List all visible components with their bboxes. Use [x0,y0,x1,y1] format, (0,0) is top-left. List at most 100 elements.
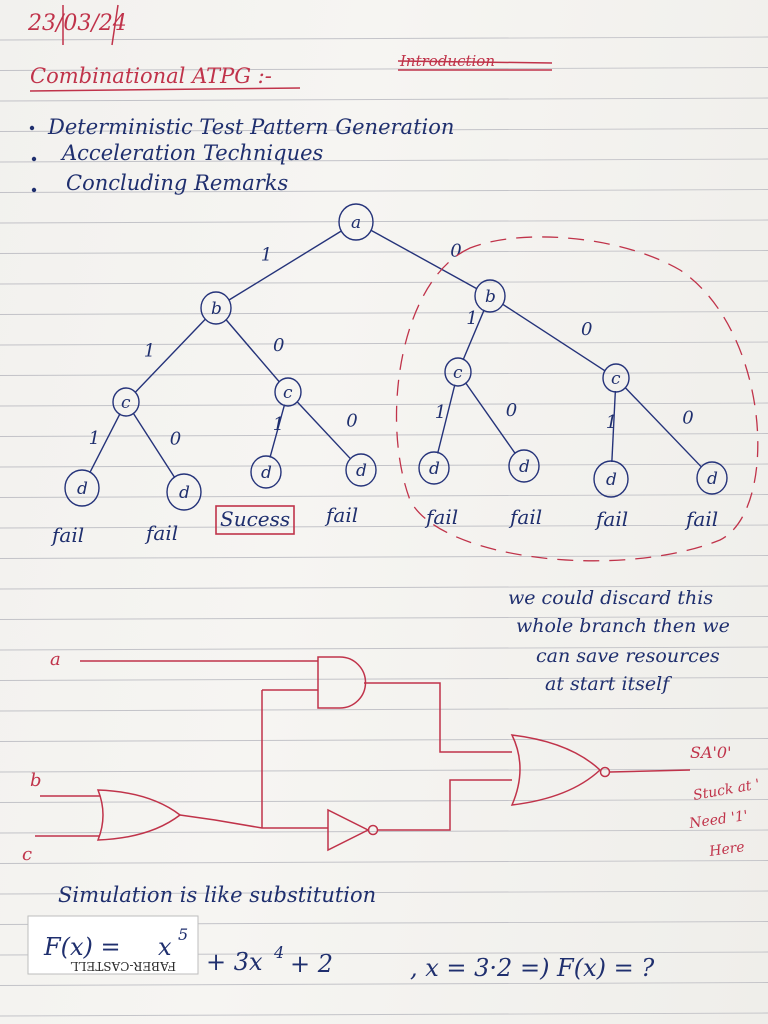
wire-not-out [378,779,512,831]
page-date: 23/03/24 [27,11,127,36]
tree-node-label: a [351,213,361,233]
nor-bubble [599,766,611,778]
note-line-1: we could discard this [508,587,713,609]
edge-label: 1 [144,341,155,362]
title-underline [29,87,301,92]
rule-line [0,799,768,803]
rule-line [0,372,768,376]
rule-line [0,860,768,864]
input-label-a: a [50,649,61,670]
tree-node-label: c [453,363,463,383]
tree-node-label: d [707,469,718,489]
note-line-3: can save resources [536,645,720,667]
edge-label: 1 [435,402,446,423]
tree-node-circle [444,357,472,387]
fault-note-3: Here [707,839,745,860]
tree-node-label: d [429,459,440,479]
tree-outcome: fail [324,503,358,527]
tree-node-label: d [356,461,367,481]
tree-outcome: fail [424,505,458,529]
rule-line [0,494,768,498]
tree-outcome: Sucess [220,507,290,531]
and-gate-symbol [317,656,367,709]
rule-line [0,677,768,681]
logic-circuit: a b c SA'0' Stuck at ' Need '1' Here [22,649,761,865]
tree-outcome: fail [144,521,178,545]
function-exp-4: 4 [273,943,284,962]
tree-node-label: d [179,483,190,503]
rule-line [0,616,768,620]
rule-line [0,219,768,224]
tree-node-circle [602,363,630,393]
bullet-dot [31,187,37,193]
tree-node-circle [345,453,377,487]
not-bubble [367,824,379,836]
rule-line [0,982,768,986]
wire-and-out [364,682,512,753]
edge-label: 1 [606,412,617,433]
tree-outcome: fail [508,505,542,529]
tree-edge [370,229,478,290]
edge-label: 0 [346,410,357,431]
rule-line [0,97,768,102]
tree-edge [132,412,176,479]
edge-label: 1 [466,308,477,329]
function-term-3: + 2 [290,950,333,978]
pencil-occluder [27,915,199,975]
discard-note: we could discard this whole branch then … [508,587,730,695]
wire-output [609,769,691,773]
rule-line [0,768,768,773]
bullet-item-2: Acceleration Techniques [60,141,324,165]
tree-node-label: d [606,470,617,490]
tree-node-circle [64,469,100,507]
function-left: F(x) = [43,933,121,961]
note-line-4: at start itself [545,673,672,695]
rule-line [0,646,768,651]
tree-node-circle [166,473,202,511]
edge-label: 1 [89,428,100,449]
or-gate-symbol [96,789,182,841]
tree-node-label: b [485,287,496,307]
tree-edge [611,390,617,463]
strike-line [397,60,553,64]
tree-outcome: fail [50,523,84,547]
rule-line [0,1012,768,1017]
tree-node-label: d [261,463,272,483]
rule-line [0,36,768,41]
tree-node-circle [274,377,302,407]
tree-edge [502,303,606,372]
rule-line [0,707,768,712]
edge-label: 0 [450,241,461,262]
edge-label: 0 [170,429,181,450]
rule-line [0,341,768,346]
discard-branch-dashed-outline [395,236,759,562]
rule-line [0,250,768,254]
rule-line [0,585,768,590]
tree-node-circle [112,387,140,417]
tree-edge [228,230,342,301]
tree-node-circle [696,461,728,495]
rule-line [0,311,768,315]
tree-edge [462,309,485,361]
ruled-lines [0,36,768,1017]
wire-or-out [179,814,328,829]
rule-line [0,433,768,437]
tree-edge [436,384,456,454]
edge-label: 0 [581,319,592,340]
function-exp-5: 5 [178,925,188,944]
tree-node-circle [418,451,450,485]
rule-line [0,280,768,285]
tree-edge [624,386,703,468]
not-gate-symbol [327,808,370,852]
function-term-2: + 3x [206,948,263,976]
tree-node-circle [200,291,232,325]
input-label-b: b [30,770,42,791]
rule-line [0,189,768,193]
nor-gate-symbol [510,734,602,806]
rule-line [0,555,768,559]
rule-line [0,829,768,834]
rule-line [0,463,768,468]
